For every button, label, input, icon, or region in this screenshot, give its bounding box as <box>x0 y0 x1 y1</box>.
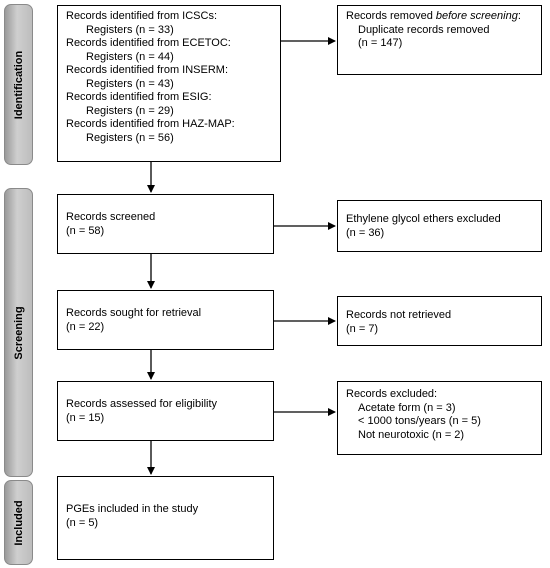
phase-included: Included <box>4 480 33 565</box>
identification-box: Records identified from ICSCs: Registers… <box>57 5 281 162</box>
source-hazmap: Records identified from HAZ-MAP: <box>66 118 235 130</box>
removed-duplicates: Duplicate records removed <box>358 23 490 36</box>
sought-label: Records sought for retrieval <box>66 307 202 319</box>
source-esig-count: Registers (n = 29) <box>86 104 174 117</box>
screened-count: (n = 58) <box>66 224 105 237</box>
source-inserm-count: Registers (n = 43) <box>86 77 174 90</box>
screened-box: Records screened (n = 58) <box>57 194 274 254</box>
phase-screening: Screening <box>4 188 33 477</box>
not-retrieved-label: Records not retrieved <box>346 309 452 321</box>
source-icscs-count: Registers (n = 33) <box>86 23 174 36</box>
excluded-acetate: Acetate form (n = 3) <box>358 401 456 414</box>
ethylene-excluded-count: (n = 36) <box>346 226 385 239</box>
ethylene-excluded-box: Ethylene glycol ethers excluded (n = 36) <box>337 200 542 252</box>
ethylene-excluded-label: Ethylene glycol ethers excluded <box>346 213 501 225</box>
source-inserm: Records identified from INSERM: <box>66 64 228 76</box>
excluded-box: Records excluded: Acetate form (n = 3) <… <box>337 381 542 455</box>
sought-count: (n = 22) <box>66 320 105 333</box>
removed-count: (n = 147) <box>358 37 403 49</box>
removed-title: Records removed before screening: <box>346 10 521 22</box>
excluded-neurotoxic: Not neurotoxic (n = 2) <box>358 428 465 441</box>
included-label: PGEs included in the study <box>66 503 199 515</box>
sought-box: Records sought for retrieval (n = 22) <box>57 290 274 350</box>
not-retrieved-box: Records not retrieved (n = 7) <box>337 296 542 346</box>
assessed-count: (n = 15) <box>66 411 105 424</box>
assessed-label: Records assessed for eligibility <box>66 398 218 410</box>
phase-identification: Identification <box>4 4 33 165</box>
source-ecetoc-count: Registers (n = 44) <box>86 50 174 63</box>
source-ecetoc: Records identified from ECETOC: <box>66 37 231 49</box>
included-box: PGEs included in the study (n = 5) <box>57 476 274 560</box>
assessed-box: Records assessed for eligibility (n = 15… <box>57 381 274 441</box>
source-esig: Records identified from ESIG: <box>66 91 212 103</box>
excluded-tonnage: < 1000 tons/years (n = 5) <box>358 415 481 427</box>
included-count: (n = 5) <box>66 516 99 529</box>
source-icscs: Records identified from ICSCs: <box>66 10 217 22</box>
screened-label: Records screened <box>66 211 156 223</box>
removed-box: Records removed before screening: Duplic… <box>337 5 542 75</box>
excluded-title: Records excluded: <box>346 388 438 400</box>
not-retrieved-count: (n = 7) <box>346 322 379 335</box>
source-hazmap-count: Registers (n = 56) <box>86 131 174 144</box>
